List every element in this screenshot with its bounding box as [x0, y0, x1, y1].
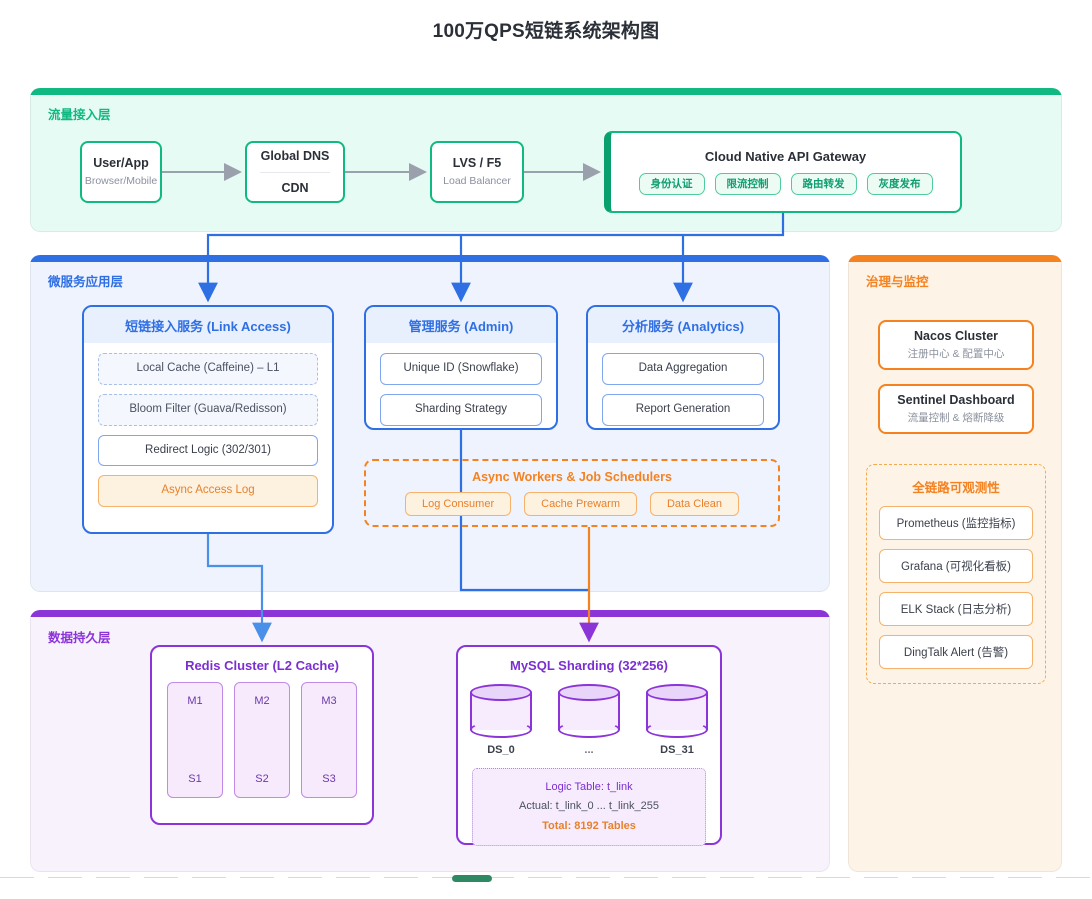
service-admin-items: Unique ID (Snowflake) Sharding Strategy	[366, 343, 556, 428]
item-async-access-log[interactable]: Async Access Log	[98, 475, 318, 508]
layer-data-label: 数据持久层	[48, 631, 111, 645]
data-card-redis-cluster[interactable]: Redis Cluster (L2 Cache) M1 S1 M2 S2 M3 …	[150, 645, 374, 825]
nacos-title: Nacos Cluster	[913, 329, 999, 343]
gateway-chip-ratelimit[interactable]: 限流控制	[714, 172, 781, 196]
page-title: 100万QPS短链系统架构图	[432, 21, 660, 42]
worker-chip-data-clean[interactable]: Data Clean	[649, 492, 740, 516]
item-sharding-strategy[interactable]: Sharding Strategy	[380, 393, 542, 426]
async-workers-title: Async Workers & Job Schedulers	[472, 470, 672, 484]
ops-card-sentinel-dashboard[interactable]: Sentinel Dashboard 流量控制 & 熔断降级	[878, 384, 1034, 434]
node-global-dns-title: Global DNS	[260, 148, 330, 163]
redis-slave-3: S3	[322, 773, 336, 785]
observability-item-elk-stack[interactable]: ELK Stack (日志分析)	[879, 592, 1033, 626]
api-gateway-chip-row: 身份认证 限流控制 路由转发 灰度发布	[638, 172, 933, 196]
node-global-dns[interactable]: Global DNS CDN	[245, 141, 345, 203]
ops-group-observability: 全链路可观测性 Prometheus (监控指标) Grafana (可视化看板…	[866, 464, 1046, 684]
node-user-app-title: User/App	[93, 156, 149, 171]
mysql-table-info: Logic Table: t_link Actual: t_link_0 ...…	[472, 768, 706, 846]
node-cdn-title: CDN	[281, 180, 309, 195]
mysql-total-tables: Total: 8192 Tables	[542, 819, 636, 832]
redis-master-1: M1	[187, 695, 203, 707]
mysql-actual-table: Actual: t_link_0 ... t_link_255	[518, 800, 660, 813]
mysql-logic-table: Logic Table: t_link	[545, 781, 633, 793]
observability-item-prometheus[interactable]: Prometheus (监控指标)	[879, 506, 1033, 540]
divider	[260, 171, 330, 173]
service-card-link-access[interactable]: 短链接入服务 (Link Access) Local Cache (Caffei…	[82, 305, 334, 534]
item-report-generation[interactable]: Report Generation	[602, 393, 764, 426]
redis-slave-2: S2	[255, 773, 269, 785]
redis-master-3: M3	[321, 695, 337, 707]
nacos-subtitle: 注册中心 & 配置中心	[907, 348, 1005, 360]
redis-node-3[interactable]: M3 S3	[301, 682, 357, 798]
item-local-cache[interactable]: Local Cache (Caffeine) – L1	[98, 353, 318, 385]
service-card-admin[interactable]: 管理服务 (Admin) Unique ID (Snowflake) Shard…	[364, 305, 558, 430]
async-workers-group: Async Workers & Job Schedulers Log Consu…	[364, 459, 780, 527]
gateway-chip-grayscale[interactable]: 灰度发布	[866, 172, 933, 196]
mysql-shard-ellipsis[interactable]: ...	[558, 684, 620, 756]
database-cylinder-icon	[470, 684, 532, 738]
mysql-shard-row: DS_0 ... DS_31	[458, 684, 720, 756]
mysql-shard-0[interactable]: DS_0	[470, 684, 532, 756]
layer-governance-accent-bar	[848, 255, 1062, 262]
mysql-shard-0-label: DS_0	[487, 744, 515, 756]
item-data-aggregation[interactable]: Data Aggregation	[602, 353, 764, 385]
redis-node-2[interactable]: M2 S2	[234, 682, 290, 798]
item-redirect-logic[interactable]: Redirect Logic (302/301)	[98, 434, 318, 467]
node-api-gateway[interactable]: Cloud Native API Gateway 身份认证 限流控制 路由转发 …	[604, 131, 962, 213]
redis-slave-1: S1	[188, 773, 202, 785]
sentinel-title: Sentinel Dashboard	[897, 393, 1015, 407]
mysql-shard-31-label: DS_31	[660, 744, 694, 756]
redis-node-columns: M1 S1 M2 S2 M3 S3	[152, 682, 372, 798]
redis-master-2: M2	[254, 695, 270, 707]
worker-chip-log-consumer[interactable]: Log Consumer	[404, 492, 512, 516]
data-card-mysql-sharding[interactable]: MySQL Sharding (32*256) DS_0 ... DS_31	[456, 645, 722, 846]
service-link-access-title: 短链接入服务 (Link Access)	[84, 307, 332, 343]
worker-chip-cache-prewarm[interactable]: Cache Prewarm	[524, 492, 637, 516]
observability-title: 全链路可观测性	[912, 481, 1000, 495]
service-card-analytics[interactable]: 分析服务 (Analytics) Data Aggregation Report…	[586, 305, 780, 430]
node-lvs-f5-title: LVS / F5	[452, 156, 502, 171]
layer-microservice-label: 微服务应用层	[48, 275, 124, 289]
mysql-shard-ellipsis-label: ...	[584, 744, 594, 756]
layer-governance-label: 治理与监控	[866, 275, 929, 289]
item-unique-id[interactable]: Unique ID (Snowflake)	[380, 353, 542, 385]
observability-item-grafana[interactable]: Grafana (可视化看板)	[879, 549, 1033, 583]
mysql-shard-31[interactable]: DS_31	[646, 684, 708, 756]
layer-data-accent-bar	[30, 610, 830, 617]
node-user-app-subtitle: Browser/Mobile	[84, 175, 158, 188]
service-analytics-title: 分析服务 (Analytics)	[588, 307, 778, 343]
gateway-chip-auth[interactable]: 身份认证	[638, 172, 705, 196]
redis-cluster-title: Redis Cluster (L2 Cache)	[185, 658, 339, 673]
observability-item-dingtalk[interactable]: DingTalk Alert (告警)	[879, 635, 1033, 669]
layer-traffic-label: 流量接入层	[48, 108, 111, 122]
layer-traffic-accent-bar	[30, 88, 1062, 95]
mysql-sharding-title: MySQL Sharding (32*256)	[510, 658, 668, 673]
observability-item-list: Prometheus (监控指标) Grafana (可视化看板) ELK St…	[867, 506, 1045, 669]
sentinel-subtitle: 流量控制 & 熔断降级	[907, 412, 1005, 424]
node-lvs-f5[interactable]: LVS / F5 Load Balancer	[430, 141, 524, 203]
node-user-app[interactable]: User/App Browser/Mobile	[80, 141, 162, 203]
database-cylinder-icon	[646, 684, 708, 738]
service-link-access-items: Local Cache (Caffeine) – L1 Bloom Filter…	[84, 343, 332, 519]
database-cylinder-icon	[558, 684, 620, 738]
bottom-divider	[0, 877, 1092, 878]
api-gateway-title: Cloud Native API Gateway	[704, 148, 867, 164]
scroll-indicator-pill[interactable]	[452, 875, 492, 882]
redis-node-1[interactable]: M1 S1	[167, 682, 223, 798]
gateway-chip-routing[interactable]: 路由转发	[790, 172, 857, 196]
service-analytics-items: Data Aggregation Report Generation	[588, 343, 778, 428]
ops-card-nacos-cluster[interactable]: Nacos Cluster 注册中心 & 配置中心	[878, 320, 1034, 370]
item-bloom-filter[interactable]: Bloom Filter (Guava/Redisson)	[98, 393, 318, 426]
layer-microservice-accent-bar	[30, 255, 830, 262]
async-workers-chip-row: Log Consumer Cache Prewarm Data Clean	[404, 492, 740, 516]
service-admin-title: 管理服务 (Admin)	[366, 307, 556, 343]
node-lvs-f5-subtitle: Load Balancer	[443, 175, 511, 188]
